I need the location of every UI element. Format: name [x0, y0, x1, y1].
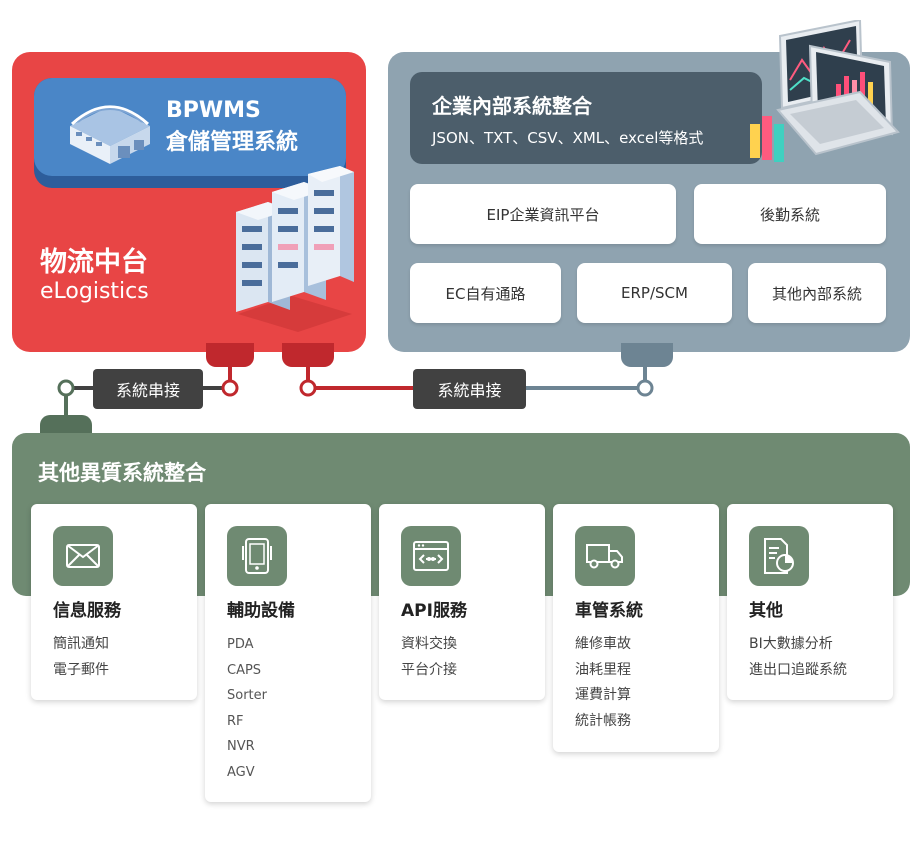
- card-item: 進出口追蹤系統: [749, 661, 847, 678]
- report-chart-icon: [749, 526, 809, 586]
- card-item: 運費計算: [575, 687, 631, 703]
- integration-title: 其他異質系統整合: [38, 461, 206, 485]
- card-item: 平台介接: [401, 661, 457, 678]
- card-item: 電子郵件: [53, 661, 109, 678]
- card-item: PDA: [227, 637, 254, 652]
- system-box-backoffice: 後勤系統: [694, 184, 886, 244]
- logistics-tab-right: [282, 343, 334, 367]
- truck-icon: [575, 526, 635, 586]
- card-item: 油耗里程: [575, 661, 631, 678]
- card-item: AGV: [227, 764, 255, 780]
- warehouse-icon: [70, 105, 150, 164]
- card-api: API服務 資料交換 平台介接: [379, 504, 545, 700]
- logistics-tab-left: [206, 343, 254, 367]
- logistics-subtitle: eLogistics: [40, 279, 149, 304]
- card-item: BI大數據分析: [749, 636, 833, 652]
- card-item: 簡訊通知: [53, 636, 109, 652]
- card-item: RF: [227, 713, 244, 729]
- card-item: CAPS: [227, 662, 262, 678]
- wms-title: BPWMS: [166, 98, 261, 123]
- connector-label-left: 系統串接: [93, 369, 203, 409]
- mobile-device-icon: [227, 526, 287, 586]
- card-item: Sorter: [227, 688, 267, 703]
- card-other: 其他 BI大數據分析 進出口追蹤系統: [727, 504, 893, 700]
- card-fleet: 車管系統 維修車故 油耗里程 運費計算 統計帳務: [553, 504, 719, 752]
- enterprise-title: 企業內部系統整合: [432, 94, 592, 118]
- card-messaging: 信息服務 簡訊通知 電子郵件: [31, 504, 197, 700]
- logistics-title: 物流中台: [40, 247, 148, 278]
- card-title: 車管系統: [575, 601, 643, 621]
- card-devices: 輔助設備 PDA CAPS Sorter RF NVR AGV: [205, 504, 371, 802]
- laptop-chart-icon: [750, 20, 900, 162]
- card-item: 資料交換: [401, 636, 457, 652]
- card-title: 輔助設備: [227, 601, 295, 621]
- connector-label-right: 系統串接: [413, 369, 526, 409]
- wms-subtitle: 倉儲管理系統: [166, 130, 299, 155]
- wms-card: [34, 78, 346, 188]
- system-box-eip: EIP企業資訊平台: [410, 184, 676, 244]
- server-rack-icon: [236, 166, 354, 332]
- card-item: NVR: [227, 739, 255, 754]
- envelope-icon: [53, 526, 113, 586]
- card-title: 信息服務: [53, 601, 121, 621]
- card-title: 其他: [749, 601, 783, 621]
- system-box-erp-scm: ERP/SCM: [577, 263, 732, 323]
- card-item: 維修車故: [575, 636, 631, 652]
- enterprise-tab: [621, 343, 673, 367]
- card-item: 統計帳務: [575, 712, 631, 729]
- api-window-icon: [401, 526, 461, 586]
- enterprise-header: [410, 72, 762, 164]
- system-box-other-internal: 其他內部系統: [748, 263, 886, 323]
- enterprise-subtitle: JSON、TXT、CSV、XML、excel等格式: [432, 129, 704, 147]
- system-box-ec: EC自有通路: [410, 263, 561, 323]
- card-title: API服務: [401, 601, 467, 621]
